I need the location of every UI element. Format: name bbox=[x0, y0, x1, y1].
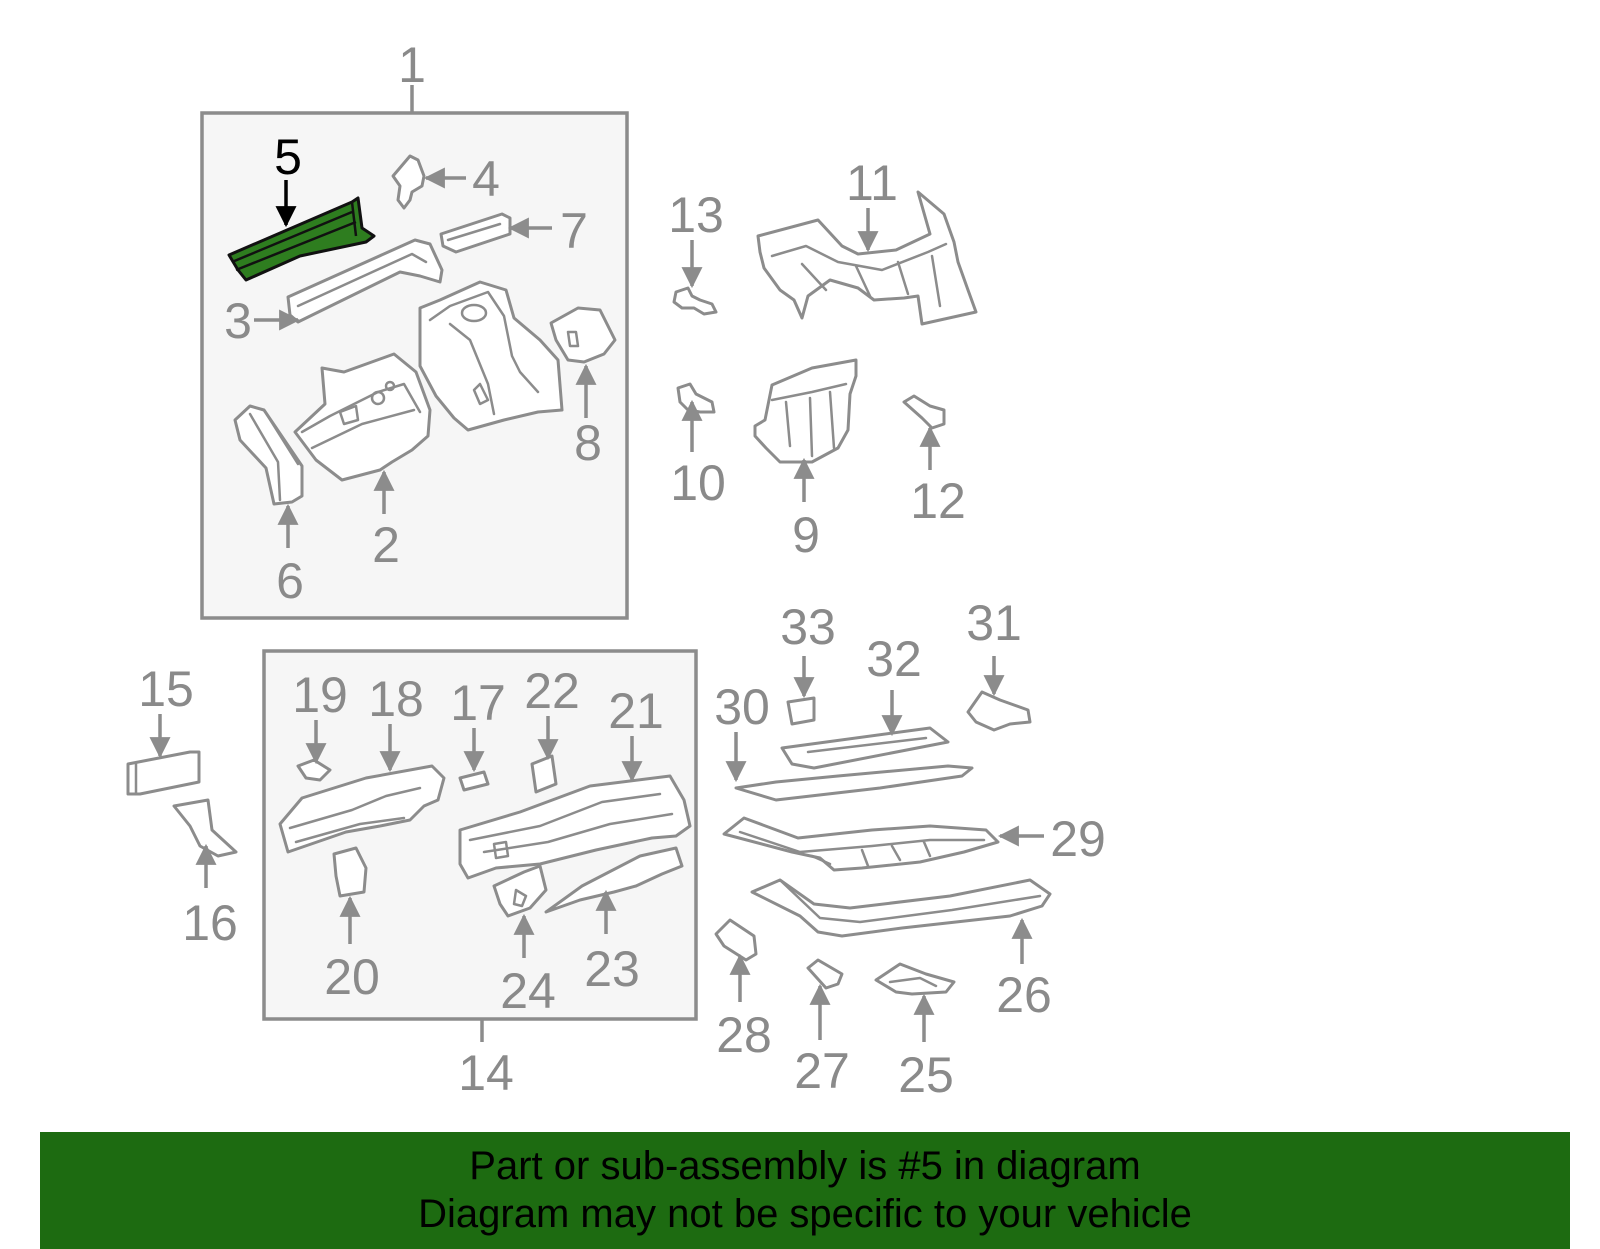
callout-15: 15 bbox=[138, 661, 194, 717]
part-16[interactable] bbox=[172, 798, 238, 858]
part-9[interactable] bbox=[753, 358, 858, 464]
callout-4: 4 bbox=[472, 151, 500, 207]
callout-27: 27 bbox=[794, 1043, 850, 1099]
callout-21: 21 bbox=[608, 683, 664, 739]
part-10[interactable] bbox=[676, 382, 716, 414]
callout-8: 8 bbox=[574, 415, 602, 471]
part-33[interactable] bbox=[786, 696, 816, 726]
part-15[interactable] bbox=[126, 750, 201, 796]
part-2[interactable] bbox=[293, 352, 432, 482]
callout-22: 22 bbox=[524, 663, 580, 719]
part-6[interactable] bbox=[233, 404, 304, 506]
part-32[interactable] bbox=[780, 726, 950, 770]
callout-26: 26 bbox=[996, 967, 1052, 1023]
callout-20: 20 bbox=[324, 949, 380, 1005]
callout-12: 12 bbox=[910, 473, 966, 529]
part-29[interactable] bbox=[722, 816, 1000, 872]
callout-24: 24 bbox=[500, 963, 556, 1019]
info-banner: Part or sub-assembly is #5 in diagram Di… bbox=[40, 1132, 1570, 1249]
callout-17: 17 bbox=[450, 675, 506, 731]
part-18[interactable] bbox=[278, 764, 446, 854]
callout-1: 1 bbox=[398, 37, 426, 93]
part-28[interactable] bbox=[714, 918, 758, 962]
callout-5: 5 bbox=[274, 129, 302, 185]
part-27[interactable] bbox=[806, 958, 844, 990]
callout-33: 33 bbox=[780, 599, 836, 655]
banner-line-1: Part or sub-assembly is #5 in diagram bbox=[469, 1144, 1141, 1188]
callout-7: 7 bbox=[560, 203, 588, 259]
callout-9: 9 bbox=[792, 507, 820, 563]
part-4[interactable] bbox=[391, 154, 426, 210]
part-17[interactable] bbox=[458, 770, 490, 792]
part-13[interactable] bbox=[672, 286, 718, 316]
part-30[interactable] bbox=[734, 764, 974, 802]
callout-30: 30 bbox=[714, 679, 770, 735]
callout-31: 31 bbox=[966, 595, 1022, 651]
part-24[interactable] bbox=[492, 864, 548, 918]
callout-11: 11 bbox=[846, 155, 898, 211]
part-20[interactable] bbox=[332, 846, 368, 898]
callout-10: 10 bbox=[670, 455, 726, 511]
callout-13: 13 bbox=[668, 187, 724, 243]
part-1-apron[interactable] bbox=[418, 280, 564, 432]
callout-16: 16 bbox=[182, 895, 238, 951]
banner-line-2: Diagram may not be specific to your vehi… bbox=[418, 1192, 1192, 1236]
callout-6: 6 bbox=[276, 553, 304, 609]
callout-29: 29 bbox=[1050, 811, 1106, 867]
part-21[interactable] bbox=[458, 774, 692, 880]
callout-3: 3 bbox=[224, 293, 252, 349]
callout-19: 19 bbox=[292, 667, 348, 723]
callout-25: 25 bbox=[898, 1047, 954, 1103]
part-25[interactable] bbox=[874, 962, 956, 996]
callout-18: 18 bbox=[368, 671, 424, 727]
part-12[interactable] bbox=[902, 394, 946, 430]
part-5-highlighted[interactable] bbox=[227, 196, 376, 282]
callout-28: 28 bbox=[716, 1007, 772, 1063]
callout-2: 2 bbox=[372, 517, 400, 573]
callout-14: 14 bbox=[458, 1045, 514, 1101]
part-11[interactable] bbox=[756, 190, 978, 326]
part-22[interactable] bbox=[530, 754, 558, 794]
part-8[interactable] bbox=[549, 306, 617, 364]
part-31[interactable] bbox=[966, 690, 1032, 732]
callout-32: 32 bbox=[866, 631, 922, 687]
callout-23: 23 bbox=[584, 941, 640, 997]
part-26[interactable] bbox=[750, 878, 1052, 938]
